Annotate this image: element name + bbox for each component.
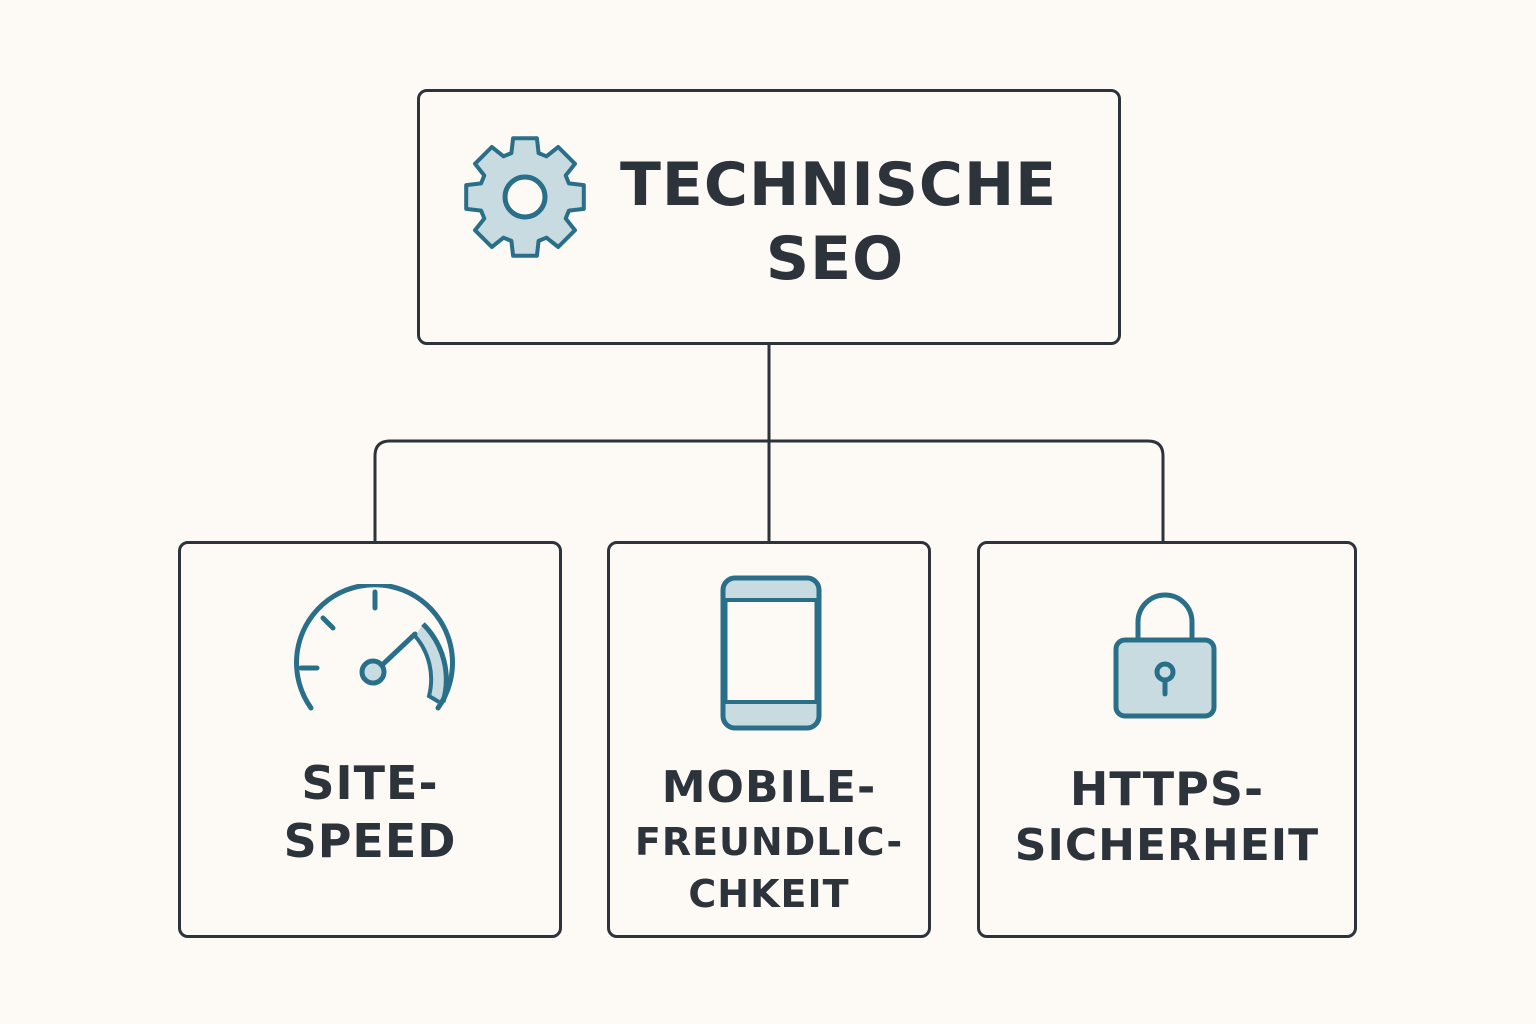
child-node-site-speed: SITE- SPEED <box>178 541 562 938</box>
root-title-line1: TECHNISCHE <box>620 150 1058 220</box>
child-label-line: HTTPS- <box>1069 762 1265 816</box>
smartphone-icon <box>720 575 822 731</box>
child-label-line: SITE- <box>301 756 439 810</box>
child-label-line: FREUNDLIC- <box>634 820 904 864</box>
child-label-line: CHKEIT <box>688 872 850 916</box>
child-label-line: SPEED <box>283 814 457 868</box>
child-label-line: SICHERHEIT <box>1014 820 1320 871</box>
root-node-technische-seo: TECHNISCHE SEO <box>417 89 1121 345</box>
root-title-line2: SEO <box>765 224 905 294</box>
child-label-line: MOBILE- <box>661 762 877 813</box>
child-node-mobile-friendliness: MOBILE- FREUNDLIC- CHKEIT <box>607 541 931 938</box>
speedometer-icon <box>294 584 455 711</box>
padlock-icon <box>1113 592 1217 719</box>
gear-icon <box>464 136 586 258</box>
child-node-https-security: HTTPS- SICHERHEIT <box>977 541 1357 938</box>
